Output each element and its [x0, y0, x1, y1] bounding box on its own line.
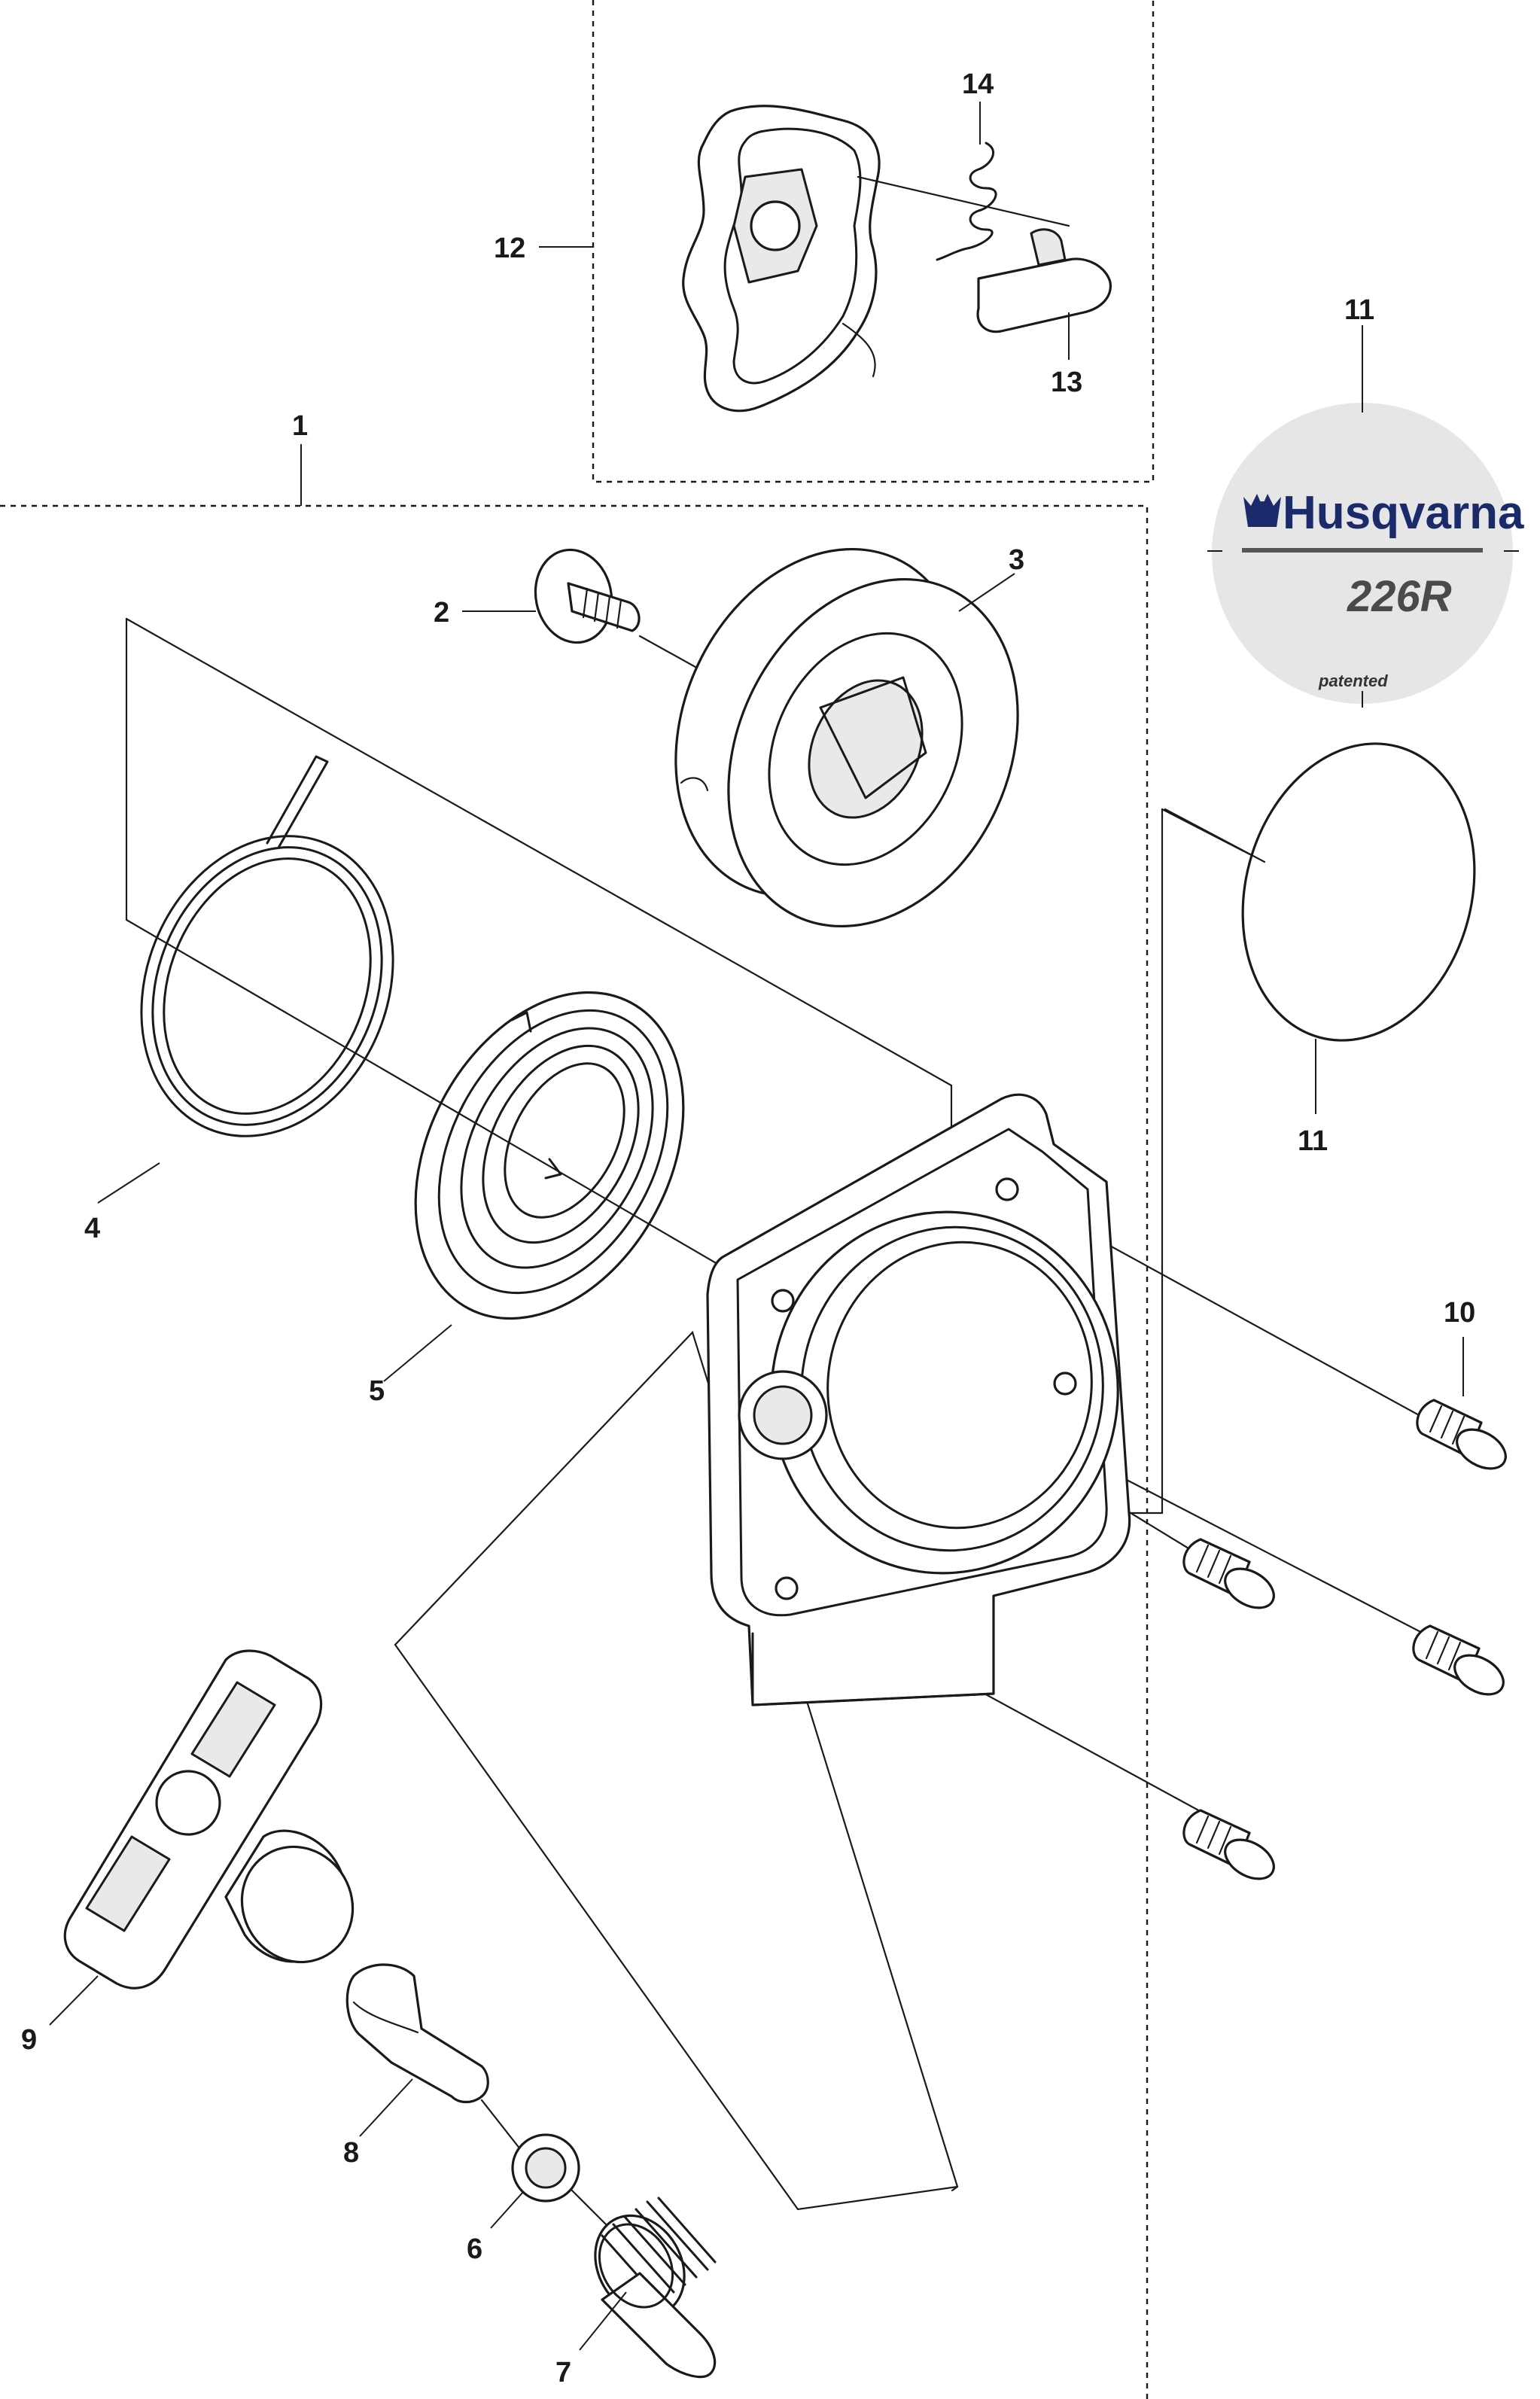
part-7-handle-spring — [579, 2197, 717, 2379]
part-8-rope-insert — [345, 1963, 525, 2154]
starter-housing — [706, 1093, 1131, 1706]
group-box-12 — [539, 0, 1155, 483]
group-box-1 — [0, 444, 1149, 2399]
part-12-pawl-housing — [682, 105, 1070, 413]
callout-8: 8 — [343, 2137, 359, 2169]
callout-4: 4 — [84, 1213, 100, 1244]
callout-1: 1 — [292, 410, 308, 442]
callout-5: 5 — [369, 1375, 385, 1407]
part-9-handle — [49, 1649, 355, 2026]
callout-labels: 1 2 3 4 5 6 7 8 9 10 11 11 12 13 14 — [21, 68, 1475, 2388]
callout-2: 2 — [434, 597, 449, 629]
part-11-backing — [1164, 325, 1476, 1114]
callout-11-decal: 11 — [1344, 294, 1374, 326]
part-14-spring — [936, 102, 997, 261]
decal-model: 226R — [1347, 572, 1452, 621]
husqvarna-crown-logo — [1243, 494, 1281, 527]
callout-13: 13 — [1051, 367, 1082, 398]
part-3-rope-pulley — [674, 547, 1019, 928]
part-10-screw-b — [1182, 1538, 1275, 1609]
callout-12: 12 — [494, 233, 525, 264]
callout-10: 10 — [1444, 1297, 1475, 1329]
part-11-decal: Husqvarna 226R patented — [1207, 391, 1524, 708]
part-6-washer — [490, 2133, 611, 2230]
part-2-screw — [462, 548, 709, 675]
callout-11-backing: 11 — [1298, 1125, 1328, 1157]
callout-6: 6 — [467, 2233, 482, 2265]
decal-note: patented — [1318, 671, 1388, 690]
part-13-pawl — [976, 228, 1112, 360]
callout-9: 9 — [21, 2024, 37, 2056]
callout-14: 14 — [962, 68, 994, 100]
part-10-screw-c — [1412, 1624, 1505, 1696]
callout-3: 3 — [1009, 544, 1024, 576]
part-10-screw-a — [1416, 1337, 1507, 1470]
part-4-starter-rope — [97, 755, 394, 1204]
decal-brand: Husqvarna — [1283, 487, 1524, 539]
part-10-screw-d — [1182, 1809, 1275, 1880]
part-5-recoil-spring — [383, 991, 685, 1382]
callout-7: 7 — [555, 2357, 571, 2388]
